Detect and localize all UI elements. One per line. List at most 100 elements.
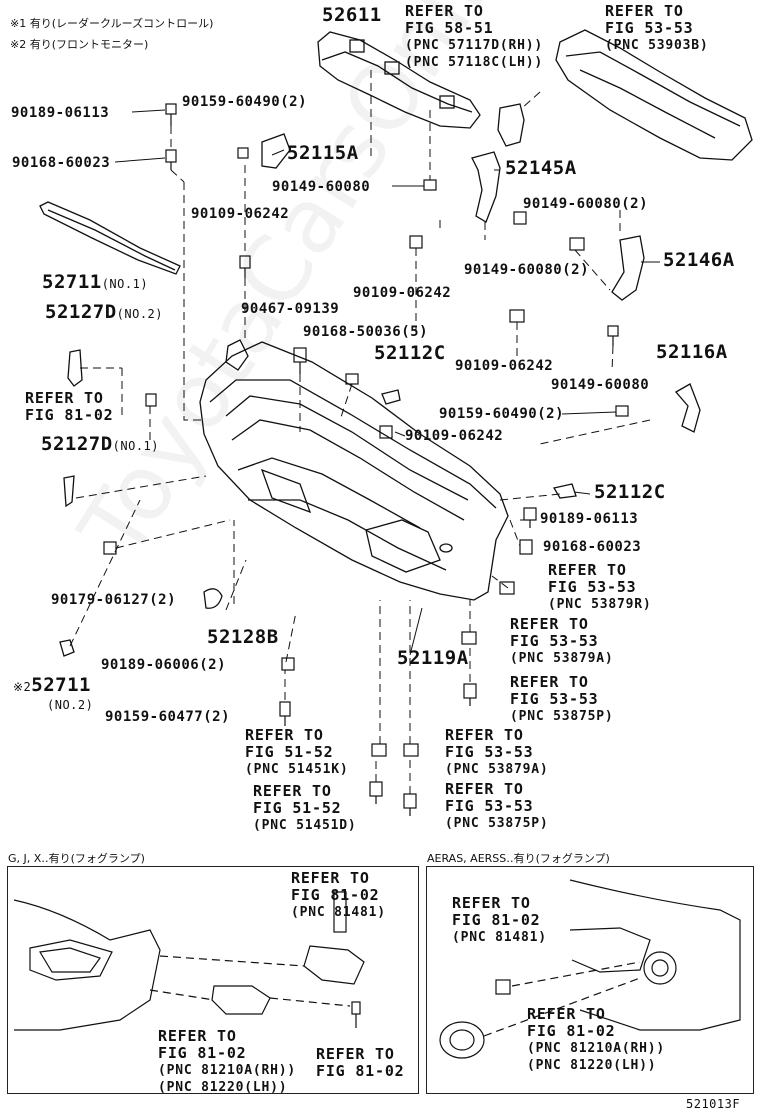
refer-pnc-53875p-right[interactable]: REFER TO FIG 53-53 (PNC 53875P) (510, 674, 614, 725)
part-52711-no1-label[interactable]: 52711(NO.1) (42, 271, 149, 293)
fog-box-right-title: AERAS, AERSS‥有り(フォグランプ) (427, 852, 610, 865)
bolt-90149-60080-b-label[interactable]: 90149-60080(2) (523, 196, 649, 212)
refer-pnc: (PNC 51451K) (245, 762, 349, 777)
fog-right-refer-81481[interactable]: REFER TO FIG 81-02 (PNC 81481) (452, 895, 547, 946)
refer-pnc: (PNC 53879R) (548, 597, 652, 612)
figure-code: 521013F (686, 1097, 741, 1111)
fog-right-refer-81210a[interactable]: REFER TO FIG 81-02 (PNC 81210A(RH)) (PNC… (527, 1006, 665, 1074)
refer-fig-81-02-main[interactable]: REFER TO FIG 81-02 (25, 390, 113, 424)
refer-line: REFER TO (25, 389, 104, 407)
bolt-90168-50036-label[interactable]: 90168-50036(5) (303, 324, 429, 340)
refer-pnc-53875p-center[interactable]: REFER TO FIG 53-53 (PNC 53875P) (445, 781, 549, 832)
refer-line: REFER TO (548, 561, 627, 579)
strip-no1-part (39, 201, 181, 275)
bumper-cover-part (199, 341, 509, 601)
refer-fig: FIG 53-53 (605, 19, 694, 37)
bolt-90109-06242-c-label[interactable]: 90109-06242 (455, 358, 554, 374)
part-52119a-label[interactable]: 52119A (397, 647, 469, 669)
refer-line: REFER TO (253, 782, 332, 800)
refer-pnc: (PNC 53875P) (510, 709, 614, 724)
refer-pnc-53879a-center[interactable]: REFER TO FIG 53-53 (PNC 53879A) (445, 727, 549, 778)
bolt-90179-06127-label[interactable]: 90179-06127(2) (51, 592, 177, 608)
refer-line: REFER TO (158, 1027, 237, 1045)
part-52115a-label[interactable]: 52115A (287, 142, 359, 164)
bolt-90109-06242-d-label[interactable]: 90109-06242 (405, 428, 504, 444)
fog-box-left (7, 866, 419, 1094)
refer-fig: FIG 81-02 (316, 1062, 405, 1080)
bolt-90168-60023-upper-label[interactable]: 90168-60023 (12, 155, 111, 171)
fog-left-refer-81-02[interactable]: REFER TO FIG 81-02 (316, 1046, 404, 1080)
refer-pnc: (PNC 57117D(RH)) (405, 38, 544, 53)
refer-fig: FIG 81-02 (158, 1044, 247, 1062)
refer-fig: FIG 53-53 (510, 690, 599, 708)
refer-pnc: (PNC 81210A(RH)) (158, 1063, 297, 1078)
part-52127d-no2-suffix: (NO.2) (116, 307, 163, 321)
bolt-90159-60477-label[interactable]: 90159-60477(2) (105, 709, 231, 725)
part-52116a-label[interactable]: 52116A (656, 341, 728, 363)
part-52711-no2-mark: ※2 (13, 680, 32, 694)
refer-line: REFER TO (245, 726, 324, 744)
refer-line: REFER TO (510, 673, 589, 691)
refer-pnc-53879r[interactable]: REFER TO FIG 53-53 (PNC 53879R) (548, 562, 652, 613)
part-52711-number: 52711 (42, 271, 102, 293)
refer-fig: FIG 53-53 (445, 743, 534, 761)
part-52127d-no1-label[interactable]: 52127D(NO.1) (41, 433, 159, 455)
part-52112c-lower-label[interactable]: 52112C (594, 481, 666, 503)
bolt-90189-06006-label[interactable]: 90189-06006(2) (101, 657, 227, 673)
refer-pnc-51451d[interactable]: REFER TO FIG 51-52 (PNC 51451D) (253, 783, 357, 834)
part-52128b-label[interactable]: 52128B (207, 626, 279, 648)
part-52711-no1-suffix: (NO.1) (101, 277, 149, 291)
part-52127d-no2-label[interactable]: 52127D(NO.2) (45, 301, 163, 323)
bolt-90159-60490-upper-label[interactable]: 90159-60490(2) (182, 94, 308, 110)
refer-pnc: (PNC 53903B) (605, 38, 709, 53)
refer-line: REFER TO (316, 1045, 395, 1063)
refer-pnc-51451k[interactable]: REFER TO FIG 51-52 (PNC 51451K) (245, 727, 349, 778)
refer-fig-53-53-top[interactable]: REFER TO FIG 53-53 (PNC 53903B) (605, 3, 709, 54)
bracket-52145a-part (471, 151, 501, 223)
part-52611-label[interactable]: 52611 (322, 4, 382, 26)
bolt-90168-60023-lower-label[interactable]: 90168-60023 (543, 539, 642, 555)
part-52145a-label[interactable]: 52145A (505, 157, 577, 179)
fog-box-left-title: G, J, X‥有り(フォグランプ) (8, 852, 145, 865)
refer-pnc: (PNC 51451D) (253, 818, 357, 833)
fog-box-right (426, 866, 754, 1094)
refer-pnc: (PNC 53879A) (445, 762, 549, 777)
refer-line: REFER TO (405, 2, 484, 20)
refer-pnc-53879a-right[interactable]: REFER TO FIG 53-53 (PNC 53879A) (510, 616, 614, 667)
refer-line: REFER TO (452, 894, 531, 912)
part-52127d-number: 52127D (41, 433, 113, 455)
refer-line: REFER TO (527, 1005, 606, 1023)
refer-fig: FIG 53-53 (548, 578, 637, 596)
fog-left-refer-81210a[interactable]: REFER TO FIG 81-02 (PNC 81210A(RH)) (PNC… (158, 1028, 296, 1096)
refer-line: REFER TO (605, 2, 684, 20)
bolt-90159-60490-lower-label[interactable]: 90159-60490(2) (439, 406, 565, 422)
refer-pnc: (PNC 81481) (452, 930, 547, 945)
refer-fig: FIG 53-53 (510, 632, 599, 650)
bolt-90189-06113-lower-label[interactable]: 90189-06113 (540, 511, 639, 527)
fog-left-refer-81481[interactable]: REFER TO FIG 81-02 (PNC 81481) (291, 870, 386, 921)
refer-fig-58-51[interactable]: REFER TO FIG 58-51 (PNC 57117D(RH)) (PNC… (405, 3, 543, 71)
part-52127d-number: 52127D (45, 301, 117, 323)
refer-fig: FIG 81-02 (527, 1022, 616, 1040)
bolt-90109-06242-b-label[interactable]: 90109-06242 (353, 285, 452, 301)
refer-pnc: (PNC 81210A(RH)) (527, 1041, 666, 1056)
part-52146a-label[interactable]: 52146A (663, 249, 735, 271)
bumper-reinforcement-part (317, 31, 481, 129)
part-52711-no2-label[interactable]: ※252711 (13, 674, 91, 696)
refer-pnc: (PNC 57118C(LH)) (405, 55, 544, 70)
bracket-52146a-part (611, 235, 645, 301)
bolt-90109-06242-a-label[interactable]: 90109-06242 (191, 206, 290, 222)
part-52711-no2-number: 52711 (31, 674, 91, 696)
bolt-90149-60080-a-label[interactable]: 90149-60080 (272, 179, 371, 195)
absorber-part (555, 29, 753, 161)
bolt-90149-60080-d-label[interactable]: 90149-60080 (551, 377, 650, 393)
refer-fig: FIG 81-02 (25, 406, 114, 424)
refer-fig: FIG 58-51 (405, 19, 494, 37)
part-52711-no2-suffix: (NO.2) (47, 698, 94, 712)
bolt-90149-60080-c-label[interactable]: 90149-60080(2) (464, 262, 590, 278)
refer-fig: FIG 51-52 (253, 799, 342, 817)
bolt-90189-06113-upper-label[interactable]: 90189-06113 (11, 105, 110, 121)
part-52112c-upper-label[interactable]: 52112C (374, 342, 446, 364)
bolt-90467-09139-label[interactable]: 90467-09139 (241, 301, 340, 317)
refer-pnc: (PNC 81220(LH)) (158, 1080, 288, 1095)
